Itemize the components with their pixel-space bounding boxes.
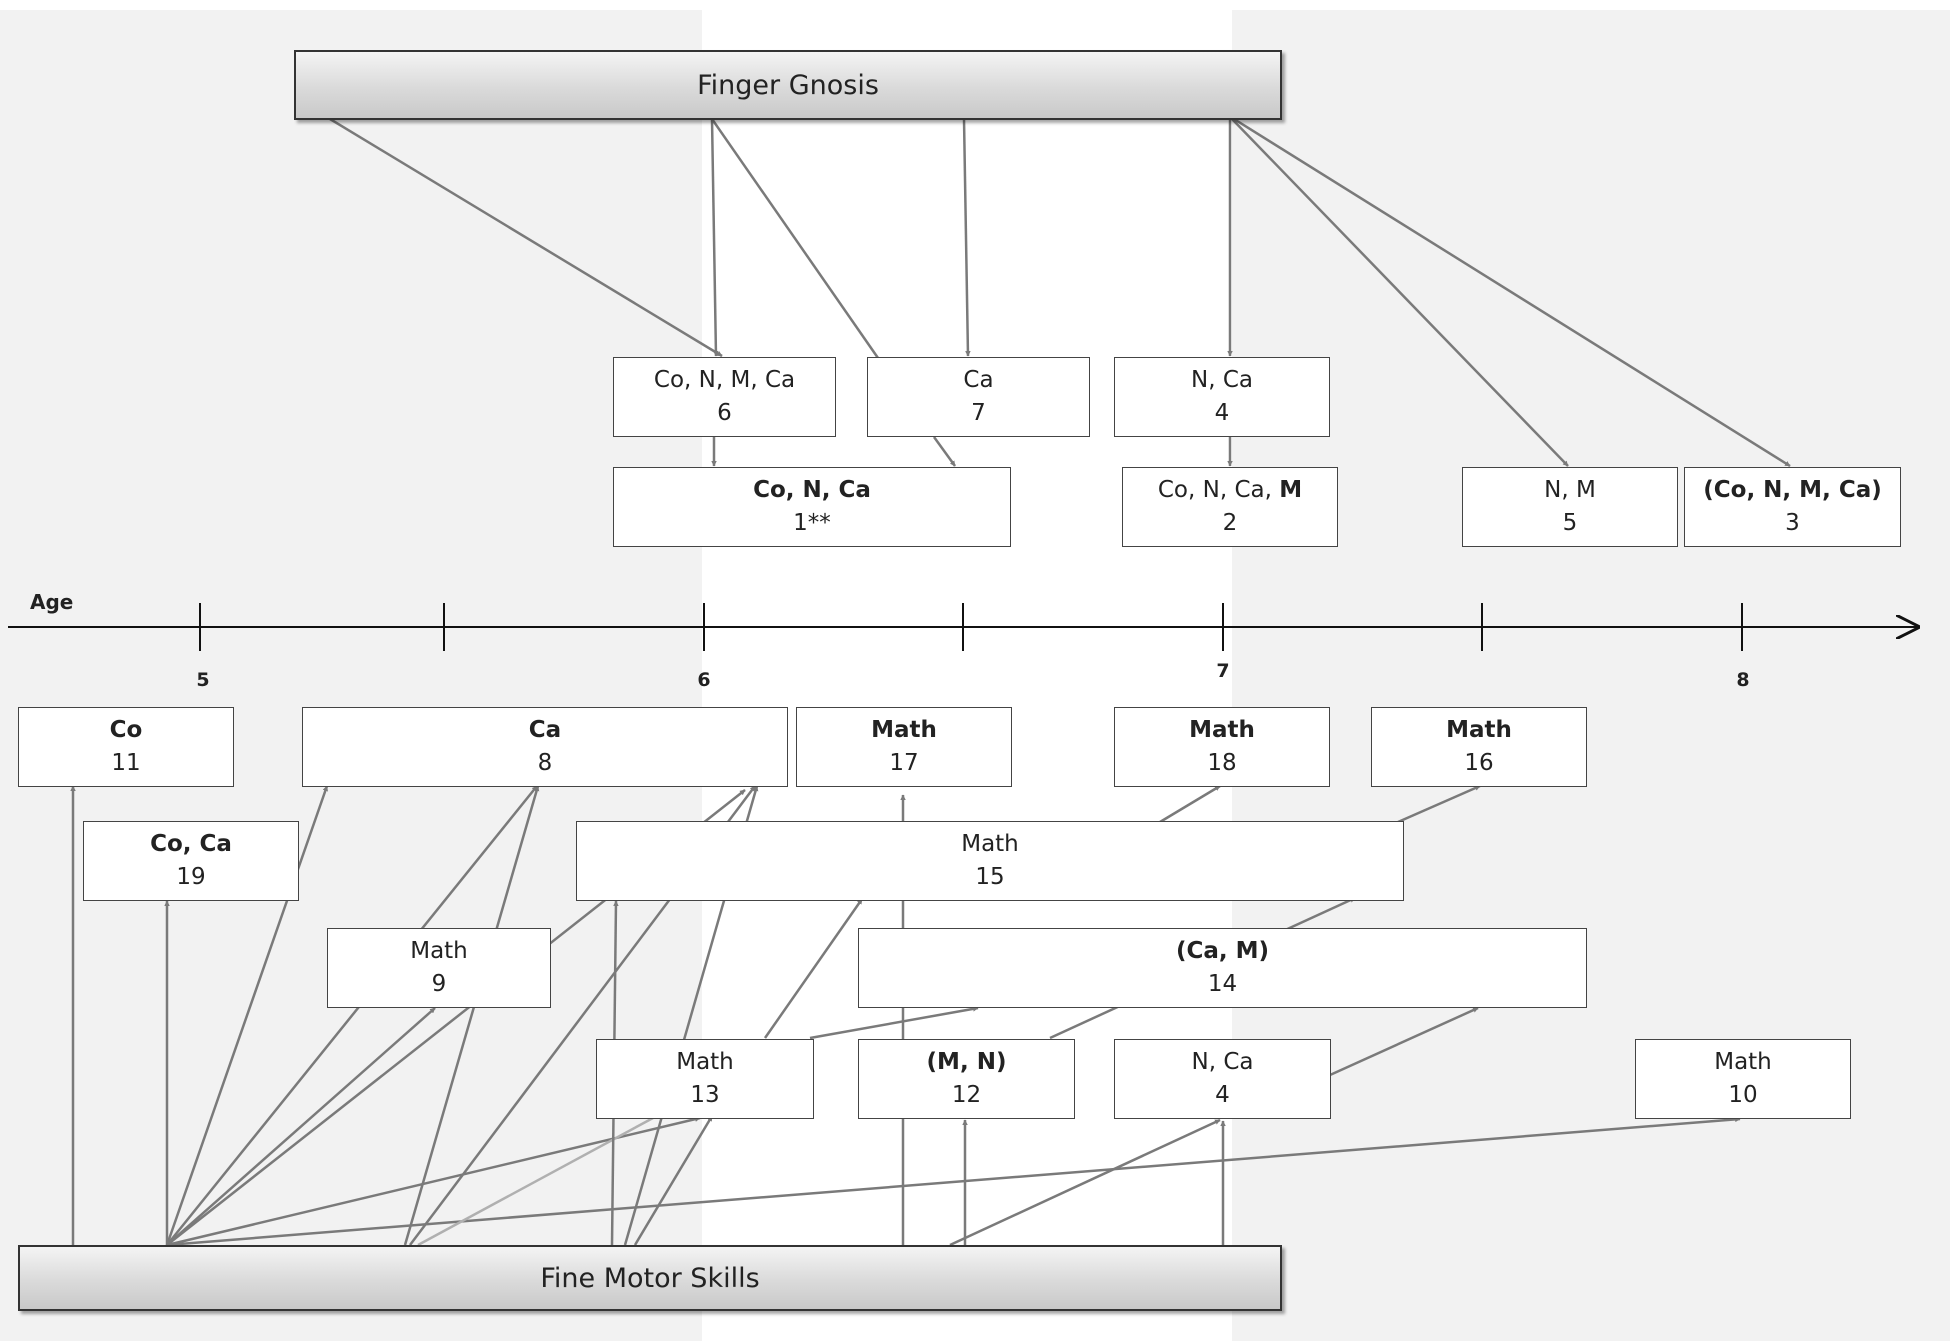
study-box-1: Co, N, Ca 1** xyxy=(613,467,1011,547)
fine-motor-arrows xyxy=(70,784,1741,1247)
age-band-3 xyxy=(1232,10,1950,1341)
study-box-17: Math 17 xyxy=(796,707,1012,787)
finger-gnosis-label: Finger Gnosis xyxy=(697,69,879,101)
study-box-6: Co, N, M, Ca 6 xyxy=(613,357,836,437)
study-box-2: Co, N, Ca, M 2 xyxy=(1122,467,1338,547)
age-axis-label: Age xyxy=(30,590,74,614)
study-box-10: Math 10 xyxy=(1635,1039,1851,1119)
study-box-4-bottom: N, Ca 4 xyxy=(1114,1039,1331,1119)
study-box-8: Ca 8 xyxy=(302,707,788,787)
age-tick-6: 6 xyxy=(697,669,711,691)
study-box-14: (Ca, M) 14 xyxy=(858,928,1587,1008)
age-tick-8: 8 xyxy=(1736,669,1750,691)
age-tick-7: 7 xyxy=(1216,660,1230,682)
finger-gnosis-arrows xyxy=(329,117,1791,468)
study-box-7: Ca 7 xyxy=(867,357,1090,437)
study-box-16: Math 16 xyxy=(1371,707,1587,787)
study-box-11: Co 11 xyxy=(18,707,234,787)
study-box-3: (Co, N, M, Ca) 3 xyxy=(1684,467,1901,547)
study-box-12: (M, N) 12 xyxy=(858,1039,1075,1119)
fine-motor-skills-label: Fine Motor Skills xyxy=(540,1262,760,1294)
study-box-9: Math 9 xyxy=(327,928,551,1008)
study-box-4-top: N, Ca 4 xyxy=(1114,357,1330,437)
finger-gnosis-bar: Finger Gnosis xyxy=(294,50,1282,120)
study-box-5: N, M 5 xyxy=(1462,467,1678,547)
study-box-13: Math 13 xyxy=(596,1039,814,1119)
fine-motor-skills-bar: Fine Motor Skills xyxy=(18,1245,1282,1311)
study-box-19: Co, Ca 19 xyxy=(83,821,299,901)
study-box-15: Math 15 xyxy=(576,821,1404,901)
study-box-18: Math 18 xyxy=(1114,707,1330,787)
age-axis xyxy=(8,603,1918,651)
age-tick-5: 5 xyxy=(196,669,210,691)
age-band-1 xyxy=(0,10,702,1341)
